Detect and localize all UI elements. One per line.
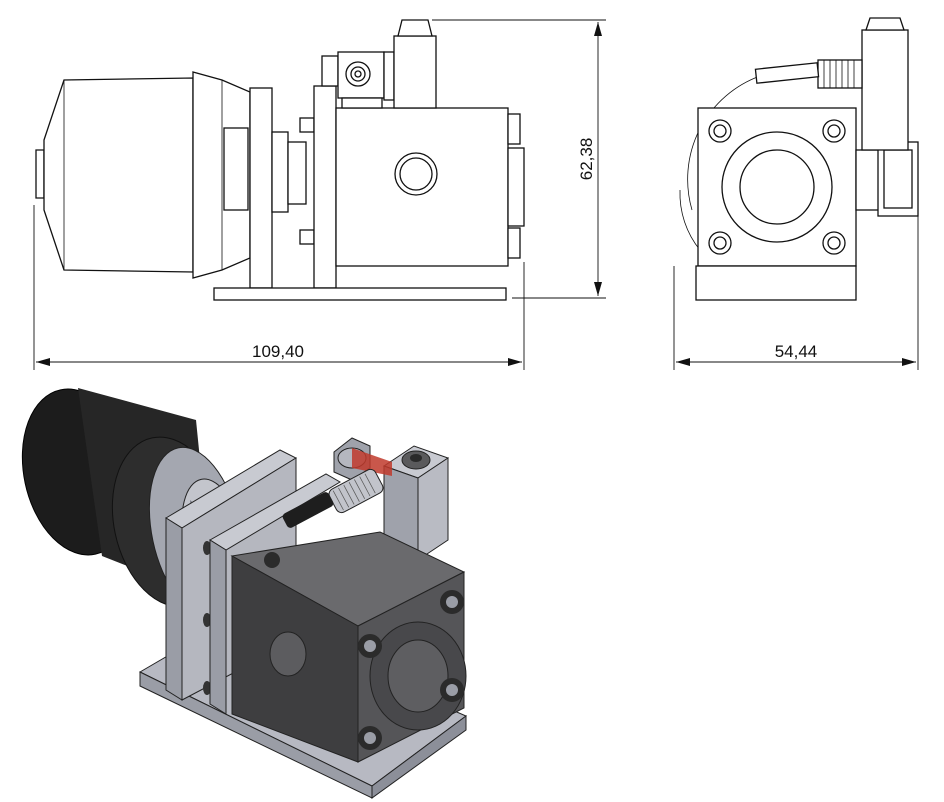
motor-can [43, 77, 194, 273]
fitting-base [341, 97, 383, 109]
motor-shaft-end [35, 149, 45, 199]
end-bore-inner [739, 149, 815, 225]
side-port [855, 149, 881, 211]
fitting-stub [321, 55, 339, 87]
mount-plate-1 [249, 87, 273, 289]
end-valve-cap [865, 17, 905, 31]
cap-screw-top [507, 113, 521, 145]
side-view: 109,40 62,38 [33, 19, 606, 370]
coupling [271, 131, 289, 213]
dimension-end-width: 54,44 [673, 214, 919, 370]
knurled-nut [817, 59, 863, 89]
end-bolts [708, 119, 846, 255]
port-inner [399, 157, 433, 191]
dimension-length: 109,40 [33, 205, 525, 370]
end-bore-outer [721, 131, 833, 243]
bolt-head-top [299, 117, 315, 133]
valve-cap [397, 19, 433, 37]
block-face [507, 147, 525, 227]
valve-body [393, 35, 437, 109]
coupling-inner [223, 127, 249, 211]
fitting-nut [345, 61, 371, 87]
base-plate [213, 287, 507, 301]
port-outer [394, 152, 438, 196]
isometric-view [21, 388, 467, 799]
end-width-value: 54,44 [775, 342, 818, 361]
end-base [695, 265, 857, 301]
iso-bolts [358, 590, 464, 750]
end-view: 54,44 [673, 17, 919, 370]
end-valve [861, 29, 909, 151]
dimension-height: 62,38 [432, 19, 606, 299]
length-value: 109,40 [252, 342, 304, 361]
end-tube [754, 62, 820, 84]
height-value: 62,38 [577, 138, 596, 181]
shaft-collar [287, 141, 307, 205]
fitting-neck [383, 51, 395, 101]
cap-screw-bottom [507, 227, 521, 259]
pump-block [335, 107, 509, 267]
bolt-head-bottom [299, 229, 315, 245]
mount-plate-2 [313, 85, 337, 289]
